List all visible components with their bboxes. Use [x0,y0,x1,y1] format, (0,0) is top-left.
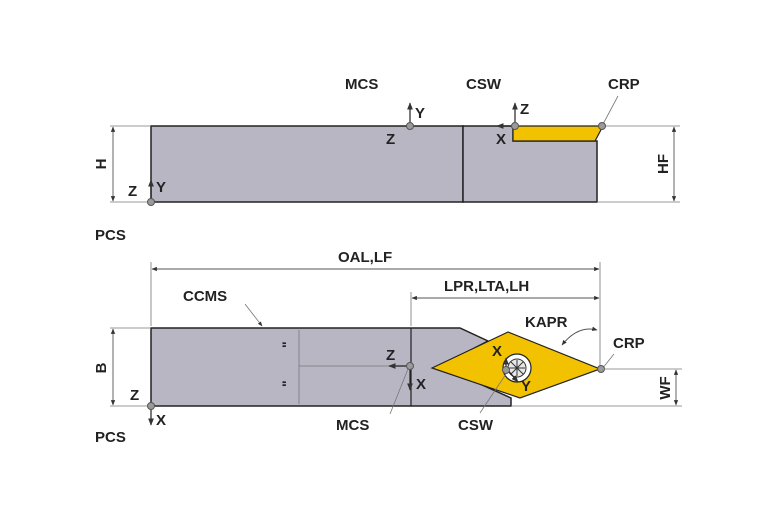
dim-lpr-label: LPR,LTA,LH [444,278,529,295]
top-kapr-label: KAPR [525,314,568,331]
side-csw-point [511,122,519,130]
top-mcs-axis-z: Z [386,347,395,364]
side-csw-axis-z: Z [520,101,529,118]
dim-wf-label: WF [657,376,674,399]
top-pcs-label: PCS [95,429,126,446]
top-csw-label: CSW [458,417,494,434]
dim-b-label: B [93,362,110,373]
side-mcs-axis-z: Z [386,131,395,148]
side-csw-axis-x: X [496,131,506,148]
top-csw-axis-y: Y [521,378,531,395]
side-pcs-axis-z: Z [128,183,137,200]
top-csw-point [502,366,510,374]
top-pcs-point [147,402,155,410]
dim-oal-label: OAL,LF [338,249,392,266]
side-pcs-point [147,198,155,206]
side-view: H HF MCS Y Z CSW Z X CRP Y Z PCS [93,76,680,244]
dim-h-label: H [93,159,110,170]
side-crp-point [598,122,606,130]
top-mcs-label: MCS [336,417,369,434]
top-pcs-axis-z: Z [130,387,139,404]
side-shank-body [150,125,464,203]
side-pcs-label: PCS [95,227,126,244]
dim-hf-label: HF [655,154,672,174]
top-pcs-axis-x: X [156,412,166,429]
side-crp-label: CRP [608,76,640,93]
top-mcs-axis-x: X [416,376,426,393]
side-mcs-point [406,122,414,130]
quote-mark-top: " [279,341,295,348]
side-pcs-axis-y: Y [156,179,166,196]
top-ccms-label: CCMS [183,288,227,305]
top-mcs-point [406,362,414,370]
side-mcs-label: MCS [345,76,378,93]
clamp-screw-icon [502,353,532,383]
side-csw-label: CSW [466,76,502,93]
top-crp-label: CRP [613,335,645,352]
top-crp-point [597,365,605,373]
side-mcs-axis-y: Y [415,105,425,122]
side-insert [512,125,604,142]
top-view: OAL,LF LPR,LTA,LH CCMS KAPR CRP B WF " "… [93,249,682,446]
top-csw-axis-x: X [492,343,502,360]
quote-mark-bottom: " [279,380,295,387]
